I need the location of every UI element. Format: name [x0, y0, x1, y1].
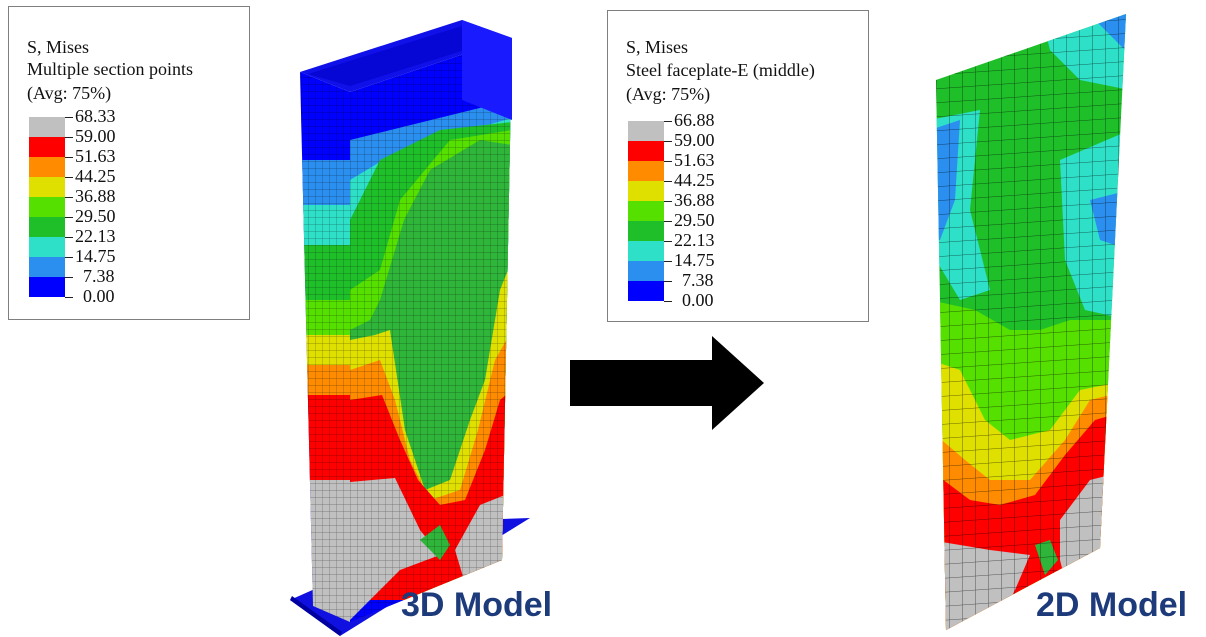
- legend-2d-value: 22.13: [674, 230, 715, 250]
- legend-2d-value: 0.00: [682, 290, 714, 310]
- legend-2d-swatch: [628, 281, 664, 301]
- legend-3d-swatch: [29, 137, 65, 157]
- legend-3d-value: 59.00: [75, 126, 116, 146]
- legend-3d-swatch: [29, 237, 65, 257]
- legend-2d-swatch: [628, 141, 664, 161]
- legend-2d-value: 59.00: [674, 130, 715, 150]
- legend-3d-value: 68.33: [75, 106, 116, 126]
- legend-3d-subtitle: Multiple section points: [27, 59, 193, 79]
- legend-3d-value: 7.38: [83, 266, 115, 286]
- legend-3d-value: 14.75: [75, 246, 116, 266]
- legend-3d-swatch: [29, 257, 65, 277]
- label-3d-model: 3D Model: [401, 586, 553, 624]
- legend-3d-swatch: [29, 277, 65, 297]
- front-face: [350, 38, 512, 622]
- legend-2d-swatch: [628, 261, 664, 281]
- legend-2d-swatch: [628, 181, 664, 201]
- legend-3d-swatch: [29, 117, 65, 137]
- legend-3d-value: 36.88: [75, 186, 116, 206]
- legend-3d-swatch: [29, 177, 65, 197]
- arrow: [570, 336, 764, 430]
- legend-3d-value: 29.50: [75, 206, 116, 226]
- legend-2d-swatch: [628, 241, 664, 261]
- side-face: [300, 72, 350, 622]
- legend-2d-value: 29.50: [674, 210, 715, 230]
- legend-2d-value: 7.38: [682, 270, 714, 290]
- legend-2d-swatch: [628, 221, 664, 241]
- legend-2d-value: 66.88: [674, 110, 715, 130]
- legend-2d-swatch: [628, 121, 664, 141]
- legend-2d-avg: (Avg: 75%): [626, 84, 711, 104]
- legend-3d-swatch: [29, 217, 65, 237]
- legend-2d-subtitle: Steel faceplate-E (middle): [626, 60, 815, 80]
- legend-3d: S, Mises Multiple section points (Avg: 7…: [8, 6, 250, 320]
- legend-3d-value: 22.13: [75, 226, 116, 246]
- legend-3d-swatch: [29, 157, 65, 177]
- legend-3d-avg: (Avg: 75%): [27, 83, 112, 103]
- legend-3d-value: 51.63: [75, 146, 116, 166]
- legend-2d: S, Mises Steel faceplate-E (middle) (Avg…: [607, 10, 869, 322]
- legend-2d-swatch: [628, 161, 664, 181]
- legend-2d-swatch: [628, 201, 664, 221]
- legend-2d-value: 14.75: [674, 250, 715, 270]
- legend-3d-value: 44.25: [75, 166, 116, 186]
- model-3d: [290, 20, 530, 636]
- legend-3d-value: 0.00: [83, 286, 115, 306]
- label-2d-model: 2D Model: [1036, 586, 1188, 624]
- legend-2d-value: 36.88: [674, 190, 715, 210]
- legend-3d-swatch: [29, 197, 65, 217]
- legend-2d-title: S, Mises: [626, 37, 689, 57]
- legend-2d-value: 51.63: [674, 150, 715, 170]
- legend-2d-value: 44.25: [674, 170, 715, 190]
- model-2d: [936, 14, 1126, 630]
- legend-3d-title: S, Mises: [27, 37, 90, 57]
